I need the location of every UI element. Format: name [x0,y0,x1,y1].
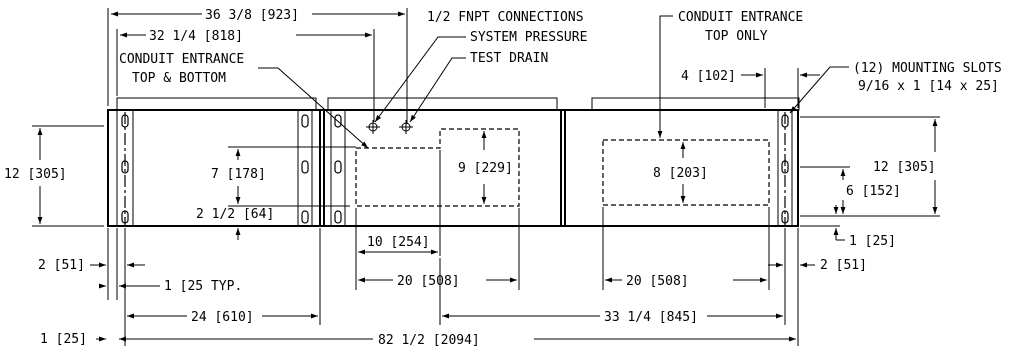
top-dimensions: 36 3/8 [923] 32 1/4 [818] 4 [102] [107,8,820,124]
conduit-entrance-top-only [602,139,770,206]
dim-2-1-2: 2 1/2 [64] [196,207,274,222]
dim-4: 4 [102] [681,69,736,84]
lid-middle [327,97,558,111]
conduit-entrance-top-bottom [355,128,520,207]
enclosure-body [107,97,800,227]
callout-conduit-top-bottom-line2: TOP & BOTTOM [132,71,226,86]
dim-6: 6 [152] [846,184,901,199]
dim-8: 8 [203] [653,166,708,181]
dim-24: 24 [610] [191,310,254,325]
mounting-slot [301,160,309,174]
mounting-slot [301,210,309,224]
leader-conduit-top-only [657,15,673,138]
mounting-slots [121,114,789,224]
dim-1-right: 1 [25] [849,234,896,249]
mounting-slot [334,210,342,224]
callout-conduit-top-only-line2: TOP ONLY [705,29,768,44]
dim-12-right: 12 [305] [873,160,936,175]
callout-fnpt: 1/2 FNPT CONNECTIONS [427,10,584,25]
dim-9: 9 [229] [458,161,513,176]
dim-36-3-8: 36 3/8 [923] [205,8,299,23]
dim-2-right: 2 [51] [820,258,867,273]
dim-20-left: 20 [508] [397,274,460,289]
leader-test-drain [409,57,466,123]
leader-conduit-top-bottom [258,67,369,149]
dim-12-left: 12 [305] [4,167,67,182]
callouts: 1/2 FNPT CONNECTIONS SYSTEM PRESSURE TES… [119,10,1002,149]
dim-33-1-4: 33 1/4 [845] [604,310,698,325]
dim-10: 10 [254] [367,235,430,250]
callout-conduit-top-only-line1: CONDUIT ENTRANCE [678,10,803,25]
callout-system-pressure: SYSTEM PRESSURE [470,30,587,45]
dim-82-1-2: 82 1/2 [2094] [378,333,480,348]
dim-2-left: 2 [51] [38,258,85,273]
callout-conduit-top-bottom-line1: CONDUIT ENTRANCE [119,52,244,67]
main-body [107,109,799,227]
lid-left [116,97,317,111]
callout-mounting-slots-line1: (12) MOUNTING SLOTS [853,61,1002,76]
vertical-dimensions: 12 [305] 7 [178] 2 1/2 [64] 9 [229] 8 [2… [4,116,940,249]
mounting-slot [334,160,342,174]
callout-test-drain: TEST DRAIN [470,51,548,66]
callout-mounting-slots-line2: 9/16 x 1 [14 x 25] [858,79,999,94]
dim-1-left: 1 [25] [40,332,87,347]
leader-system-pressure [374,36,466,123]
mounting-slot [301,114,309,128]
dim-20-right: 20 [508] [626,274,689,289]
dim-7: 7 [178] [211,167,266,182]
lid-right [591,97,800,111]
horizontal-dimensions: 10 [254] 20 [508] 20 [508] 2 [51] 1 [25 … [38,150,867,348]
dim-1-typ: 1 [25 TYP. [164,279,242,294]
leader-mounting-slots [789,66,849,114]
dim-32-1-4: 32 1/4 [818] [149,29,243,44]
